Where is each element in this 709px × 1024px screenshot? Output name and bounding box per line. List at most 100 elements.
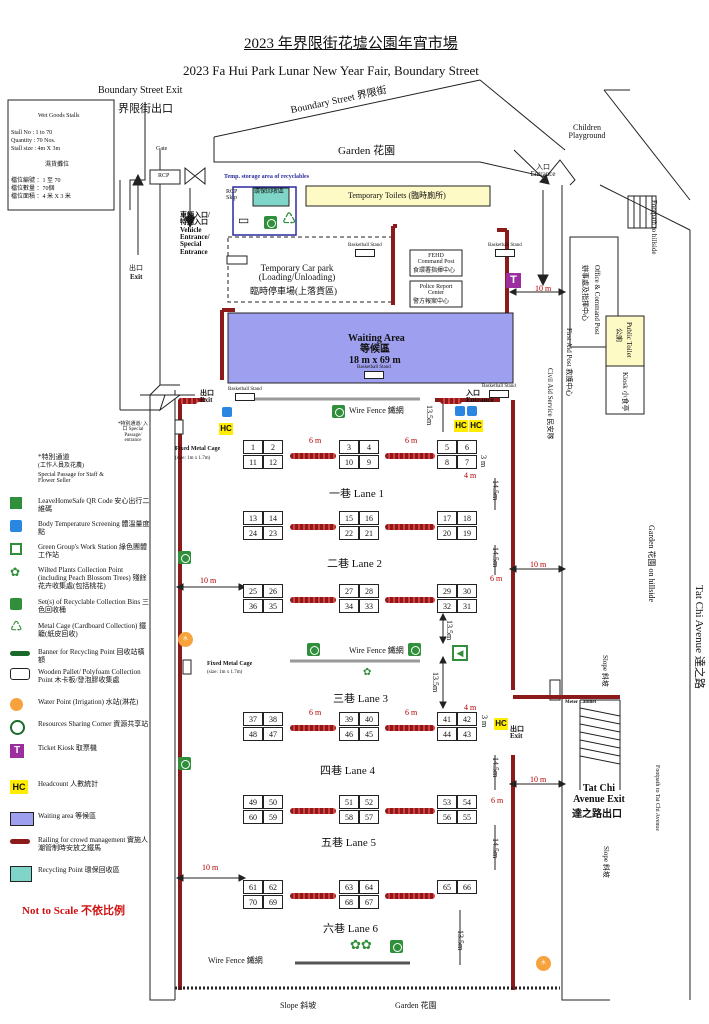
legend-text: Banner for Recycling Point 回收站橫額 bbox=[38, 648, 145, 665]
stall-18: 18 bbox=[457, 511, 477, 525]
wet-goods-quantity-zh: 檔位數量 ：70個 bbox=[11, 186, 55, 192]
temp-storage-area bbox=[232, 186, 297, 236]
stall-4: 4 bbox=[359, 440, 379, 454]
stall-43: 43 bbox=[457, 727, 477, 741]
slope-right-lower-label: Slope 斜坡 bbox=[602, 846, 610, 878]
special-note-zh2: (工作人員及花農) bbox=[38, 463, 84, 469]
lane-4-label: 四巷 Lane 4 bbox=[320, 765, 375, 777]
stall-27: 27 bbox=[339, 584, 359, 598]
not-to-scale-label: Not to Scale 不依比例 bbox=[22, 905, 125, 917]
dist-13-5-top: 13.5m bbox=[425, 405, 434, 426]
stall-32: 32 bbox=[437, 599, 457, 613]
office-label: Office & Command Post bbox=[593, 265, 601, 335]
railing-lane-5-1 bbox=[290, 808, 336, 814]
fixed-cage-size-2: (size: 1m x 1.7m) bbox=[207, 670, 243, 675]
stall-5: 5 bbox=[437, 440, 457, 454]
wet-goods-stallno-zh: 檔位編號 ：1 至 70 bbox=[11, 178, 61, 184]
railing-lane-2-1 bbox=[290, 524, 336, 530]
carpark-label: Temporary Car park (Loading/Unloading) bbox=[258, 263, 336, 283]
lane-6-label: 六巷 Lane 6 bbox=[323, 923, 378, 935]
special-passage-label: *特別通道/ 入口 Special Passage/ entrance bbox=[117, 422, 149, 443]
wire-fence-bottom: Wire Fence 鐵網 bbox=[208, 956, 263, 965]
headcount-icon: HC bbox=[469, 420, 483, 432]
pallet-icon: ▭ bbox=[238, 213, 250, 227]
dist-13-5-mid2: 13.5m bbox=[431, 672, 440, 693]
legend-text: Wilted Plants Collection Point (includin… bbox=[38, 566, 147, 591]
stall-65: 65 bbox=[437, 880, 457, 894]
special-note-zh: *特別通道 bbox=[38, 453, 70, 461]
stall-23: 23 bbox=[263, 526, 283, 540]
railing-icon bbox=[10, 836, 30, 844]
police-box bbox=[409, 280, 463, 308]
basketball-stand-5: Basketball Stand bbox=[482, 384, 516, 398]
qr-icon bbox=[10, 497, 22, 509]
basketball-stand-3: Basketball Stand bbox=[357, 365, 391, 379]
meter-cabinet-label: Meter Cabinet bbox=[565, 700, 597, 705]
recycle-bins-icon bbox=[178, 757, 191, 770]
stall-39: 39 bbox=[339, 712, 359, 726]
legend-text: Wooden Pallet/ Polyfoam Collection Point… bbox=[38, 668, 141, 685]
carpark-zh-label: 臨時停車場(上落貨區) bbox=[250, 286, 337, 296]
stall-40: 40 bbox=[359, 712, 379, 726]
dist-13-5-mid: 13.5m bbox=[445, 620, 454, 641]
boundary-exit-label: Boundary Street Exit bbox=[98, 85, 183, 96]
stall-50: 50 bbox=[263, 795, 283, 809]
dist-14-5-r2: 14.5m bbox=[491, 547, 500, 568]
stall-45: 45 bbox=[359, 727, 379, 741]
stall-33: 33 bbox=[359, 599, 379, 613]
stall-7: 7 bbox=[457, 455, 477, 469]
waiting-area-size: 18 m x 69 m bbox=[349, 355, 401, 366]
temp-toilets bbox=[305, 185, 491, 207]
stall-16: 16 bbox=[359, 511, 379, 525]
plant-icon: ✿ bbox=[10, 565, 21, 579]
recycle-bins-icon bbox=[390, 940, 403, 953]
office-zh-label: 辦事處及指揮中心 bbox=[581, 265, 589, 321]
dist-10m-left-1: 10 m bbox=[200, 576, 217, 585]
stall-9: 9 bbox=[359, 455, 379, 469]
kiosk-label: Kiosk 小食亭 bbox=[621, 372, 629, 412]
basketball-stand-4: Basketball Stand bbox=[228, 387, 262, 401]
railing-lane-1-2 bbox=[385, 453, 435, 459]
public-toilet-zh-label: 公廁 bbox=[615, 328, 623, 342]
first-aid-label: First Aid Post 救護中心 bbox=[565, 328, 573, 397]
civil-aid-label: Civil Aid Service 民安隊 bbox=[546, 368, 554, 440]
qr-icon bbox=[467, 406, 477, 416]
legend-text: Set(s) of Recyclable Collection Bins 三色回… bbox=[38, 598, 150, 615]
stall-22: 22 bbox=[339, 526, 359, 540]
waiting-area-icon bbox=[10, 812, 34, 826]
metal-cage-icon: ♺ bbox=[10, 620, 23, 635]
stall-6: 6 bbox=[457, 440, 477, 454]
plant-icon: ✿✿ bbox=[350, 937, 372, 952]
headcount-icon: HC bbox=[454, 420, 468, 432]
dist-6m-r3: 6 m bbox=[490, 574, 503, 583]
green-group-icon bbox=[10, 543, 22, 555]
stall-57: 57 bbox=[359, 810, 379, 824]
wet-goods-title-zh: 濕貨攤位 bbox=[45, 162, 70, 168]
stall-12: 12 bbox=[263, 455, 283, 469]
thermometer-icon bbox=[455, 406, 465, 416]
railing-lane-6-2 bbox=[385, 893, 435, 899]
green-group-icon: ◀ bbox=[452, 645, 468, 661]
stall-53: 53 bbox=[437, 795, 457, 809]
railing-lane-4-1 bbox=[290, 725, 336, 731]
wet-goods-stallno: Stall No : 1 to 70 bbox=[11, 130, 53, 136]
dist-4m-r4: 4 m bbox=[464, 703, 477, 712]
railing-lane-3-1 bbox=[290, 597, 336, 603]
dist-4m-r1: 4 m bbox=[464, 471, 477, 480]
stall-52: 52 bbox=[359, 795, 379, 809]
fehd-post-box bbox=[409, 249, 463, 277]
slope-right-label: Slope 斜坡 bbox=[601, 655, 609, 687]
lane-2-label: 二巷 Lane 2 bbox=[327, 558, 382, 570]
stall-8: 8 bbox=[437, 455, 457, 469]
railing-lane-3-2 bbox=[385, 597, 435, 603]
legend-text: Ticket Kiosk 取票機 bbox=[38, 744, 97, 752]
railing-lane-4-2 bbox=[385, 725, 435, 731]
garden-top-label: Garden 花園 bbox=[338, 145, 396, 157]
tat-chi-exit-label: Tat Chi Avenue Exit bbox=[573, 783, 625, 805]
stall-36: 36 bbox=[243, 599, 263, 613]
recycle-bins-icon bbox=[10, 598, 22, 610]
waiting-area-label: Waiting Area bbox=[348, 333, 405, 344]
dist-14-5-r5: 14.5m bbox=[491, 838, 500, 859]
dist-13-5-bottom: 13.5m bbox=[456, 930, 465, 951]
public-toilet-label: Public Toilet bbox=[625, 322, 633, 358]
